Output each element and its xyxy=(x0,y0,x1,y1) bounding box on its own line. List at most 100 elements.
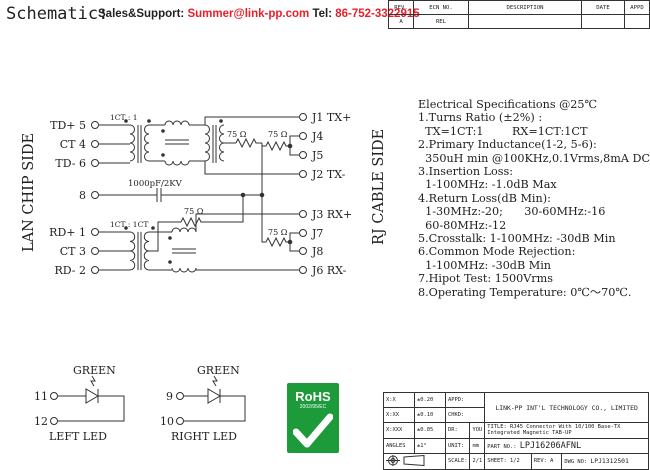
tol1-value: ±0.20 xyxy=(414,392,446,408)
terminal-j1 xyxy=(299,113,307,121)
left-led-color: GREEN xyxy=(73,364,116,377)
rj-side-label: RJ CABLE SIDE xyxy=(371,129,387,245)
terminal-j8 xyxy=(299,247,307,255)
spec-line: 8.Operating Temperature: 0℃～70℃. xyxy=(418,285,632,299)
spec-line: Electrical Specifications @25℃ xyxy=(418,98,598,111)
rev-label: REV: xyxy=(533,458,547,465)
title-block: X:X ±0.20 APPD: LINK-PP INT'L TECHNOLOGY… xyxy=(383,392,649,470)
sales-email: Summer@link-pp.com xyxy=(187,8,310,20)
dwg-cell: DWG NO: LPJ1312501 xyxy=(561,452,649,470)
pin-ct-3: CT 3 xyxy=(60,245,86,258)
left-led-pin-b: 12 xyxy=(34,415,48,428)
spec-line: 2.Primary Inductance(1-2, 5-6): xyxy=(418,138,597,152)
right-led-pin-a: 9 xyxy=(166,390,173,403)
spec-line: 350uH min @100KHz,0.1Vrms,8mA DC bias xyxy=(425,151,650,165)
rohs-badge: RoHS 2002/95/EC xyxy=(287,383,339,453)
terminal-j5 xyxy=(299,151,307,159)
right-led xyxy=(176,375,246,425)
j78-termination xyxy=(261,195,299,252)
spec-line: TX=1CT:1 RX=1CT:1CT xyxy=(418,124,588,138)
part-cell: PART NO.: LPJ16206AFNL xyxy=(484,437,649,454)
rj-terminals xyxy=(299,113,307,274)
sheet-cell: SHEET: 1/2 xyxy=(484,452,532,470)
tol1-label: X:X xyxy=(383,392,415,408)
pin-j5: J5 xyxy=(311,149,323,162)
lan-side-label: LAN CHIP SIDE xyxy=(21,133,37,252)
right-led-pin-b: 10 xyxy=(160,415,174,428)
tol3-label: X:XXX xyxy=(383,422,415,439)
lan-terminals xyxy=(91,121,99,274)
sheet-label: SHEET: xyxy=(487,458,507,465)
capacitor-label: 1000pF/2KV xyxy=(128,179,183,189)
resistor-r4-label: 75 Ω xyxy=(268,228,288,237)
check-icon xyxy=(293,413,333,448)
pin-j6: J6 RX- xyxy=(311,264,347,277)
sheet-value: 1/2 xyxy=(509,458,520,465)
right-led-caption: RIGHT LED xyxy=(171,430,237,443)
tol3-value: ±0.05 xyxy=(414,422,446,439)
schematic-title: Schematic: xyxy=(6,4,109,24)
right-led-color: GREEN xyxy=(197,364,240,377)
dwg-label: DWG NO: xyxy=(564,459,588,466)
chkd-cell: CHKD: xyxy=(444,407,486,423)
projection-symbol xyxy=(383,452,446,470)
terminal-8 xyxy=(91,191,99,199)
spec-line: 4.Return Loss(dB Min): xyxy=(418,191,551,205)
pin-j8: J8 xyxy=(311,245,323,258)
sales-contact: Sales&Support: Summer@link-pp.com Tel: 8… xyxy=(98,8,420,20)
part-value: LPJ16206AFNL xyxy=(519,440,582,451)
title-value: RJ45 Connector With 10/100 Base-TX Integ… xyxy=(487,424,621,437)
tel-label: Tel: xyxy=(312,8,333,20)
tol2-label: X:XX xyxy=(383,407,415,423)
pin-td-minus: TD- 6 xyxy=(55,157,86,170)
dr-label: DR: xyxy=(444,422,471,439)
unit-label: UNIT: xyxy=(444,437,471,454)
sales-label: Sales&Support: xyxy=(98,8,185,20)
terminal-ct-3 xyxy=(91,247,99,255)
title-cell: TITLE: RJ45 Connector With 10/100 Base-T… xyxy=(484,422,649,439)
terminal-j2 xyxy=(299,170,307,178)
angles-label: ANGLES xyxy=(383,437,415,454)
left-led-caption: LEFT LED xyxy=(49,430,107,443)
part-label: PART NO.: xyxy=(487,443,517,450)
appd-cell: APPD: xyxy=(444,392,486,408)
spec-line: 60-80MHz:-12 xyxy=(418,218,507,232)
pin-j2: J2 TX- xyxy=(311,168,346,181)
spec-line: 5.Crosstalk: 1-100MHz: -30dB Min xyxy=(418,232,616,246)
spec-line: 1.Turns Ratio (±2%) : xyxy=(418,111,543,125)
terminal-j6 xyxy=(299,266,307,274)
spec-line: 1-100MHz: -30dB Min xyxy=(418,258,551,272)
left-led xyxy=(50,375,125,425)
pin-j1: J1 TX+ xyxy=(311,111,351,124)
dr-value: YOU xyxy=(469,422,486,439)
spec-line: 7.Hipot Test: 1500Vrms xyxy=(418,272,553,286)
pin-j7: J7 xyxy=(311,227,323,240)
pin-td-plus: TD+ 5 xyxy=(50,119,86,132)
terminal-j4 xyxy=(299,132,307,140)
bob-smith-capacitor xyxy=(99,188,265,202)
projection-icon xyxy=(386,454,425,466)
spec-line: 1-100MHz: -1.0dB Max xyxy=(418,178,557,192)
terminal-ct-4 xyxy=(91,140,99,148)
dwg-value: LPJ1312501 xyxy=(590,457,629,466)
angles-value: ±1° xyxy=(414,437,446,454)
spec-line: 1-30MHz:-20; 30-60MHz:-16 xyxy=(418,205,606,219)
spec-line: 6.Common Mode Rejection: xyxy=(418,245,576,259)
pin-j3: J3 RX+ xyxy=(311,208,352,221)
terminal-td-plus xyxy=(91,121,99,129)
pin-rd-plus: RD+ 1 xyxy=(49,226,86,239)
resistor-r1-label: 75 Ω xyxy=(227,130,247,139)
rev-value-tb: A xyxy=(550,458,554,465)
rx-ratio-label: 1CT : 1CT xyxy=(110,220,148,229)
rev-cell: REV: A xyxy=(530,452,563,470)
terminal-rd-minus xyxy=(91,266,99,274)
tol2-value: ±0.10 xyxy=(414,407,446,423)
pin-rd-minus: RD- 2 xyxy=(54,264,86,277)
unit-value: mm xyxy=(469,437,486,454)
resistor-r3-label: 75 Ω xyxy=(184,207,204,216)
revision-table: REV. ECN NO. DESCRIPTION DATE APPD A REL xyxy=(388,0,650,29)
pin-ct-4: CT 4 xyxy=(60,138,86,151)
appd-value xyxy=(624,14,650,29)
